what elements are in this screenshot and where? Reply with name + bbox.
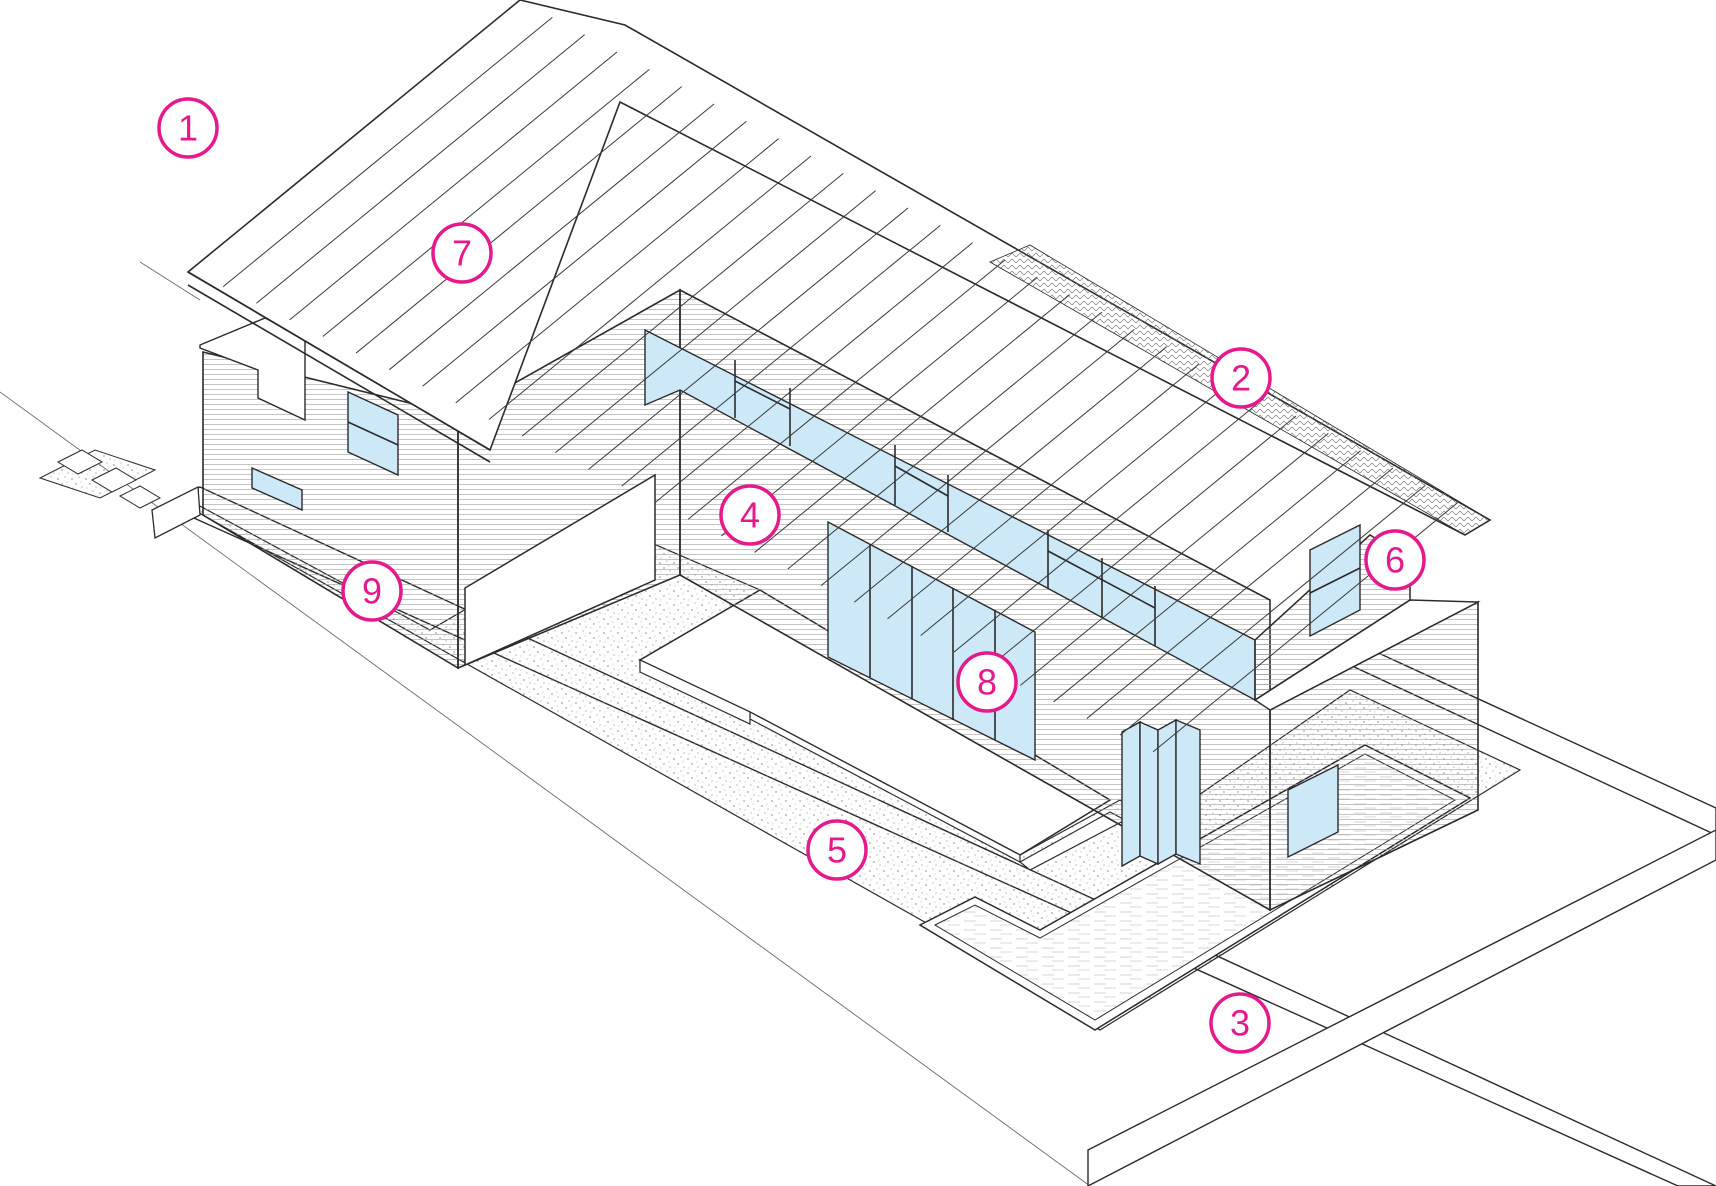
deck-steps-left (639, 659, 751, 725)
roof-seam (222, 16, 553, 288)
roof-seam (256, 34, 585, 304)
roof-seam (754, 294, 1070, 553)
marker-2[interactable]: 2 (1210, 347, 1272, 409)
roof-seam (1053, 450, 1361, 703)
window-right-lower[interactable] (1287, 763, 1339, 859)
roof-seam (920, 380, 1232, 636)
roof-seam (322, 68, 650, 337)
marker-6-label: 6 (1385, 540, 1405, 581)
marker-9[interactable]: 9 (341, 560, 403, 622)
roof-seam (1119, 484, 1426, 736)
marker-9-ring (341, 560, 403, 622)
marker-6[interactable]: 6 (1364, 529, 1426, 591)
roof-seam (355, 86, 682, 354)
left-planter-wall (151, 485, 201, 540)
marker-7[interactable]: 7 (431, 222, 493, 284)
marker-8[interactable]: 8 (956, 651, 1018, 713)
roof-seam (853, 346, 1167, 603)
marker-5-label: 5 (827, 830, 847, 871)
roof-seam (820, 328, 1135, 587)
marker-5-ring (806, 819, 868, 881)
roof-seam (787, 311, 1103, 570)
marker-4-label: 4 (740, 495, 760, 536)
marker-1-ring (157, 97, 219, 159)
stepping-stones (38, 449, 162, 509)
marker-3-ring (1209, 992, 1271, 1054)
marker-1-label: 1 (178, 108, 198, 149)
roof-seam (986, 415, 1297, 670)
roof-seam (953, 398, 1264, 653)
roof-seam (388, 103, 715, 371)
folding-glass-panels[interactable] (1121, 718, 1201, 868)
roof-seam (1086, 467, 1394, 719)
roof-seam (488, 155, 812, 420)
roof-seam (654, 242, 973, 503)
marker-8-ring (956, 651, 1018, 713)
roof-seam (1020, 432, 1329, 686)
marker-3[interactable]: 3 (1209, 992, 1271, 1054)
roof-seam (687, 259, 1006, 520)
marker-5[interactable]: 5 (806, 819, 868, 881)
roof-seam (555, 190, 876, 454)
marker-3-label: 3 (1230, 1003, 1250, 1044)
marker-4-ring (719, 484, 781, 546)
carport-opening (464, 473, 656, 667)
marker-2-label: 2 (1231, 358, 1251, 399)
deck (638, 589, 1127, 871)
clerestory-mullions (734, 360, 1156, 646)
roof-seam (289, 51, 618, 321)
marker-8-label: 8 (977, 662, 997, 703)
window-slot-left[interactable] (251, 466, 303, 512)
marker-7-ring (431, 222, 493, 284)
marker-9-label: 9 (362, 571, 382, 612)
roof-seam (521, 172, 844, 437)
roof-standing-seams (222, 16, 1458, 753)
roof-seam (721, 276, 1038, 537)
marker-1[interactable]: 1 (157, 97, 219, 159)
marker-6-ring (1364, 529, 1426, 591)
marker-4[interactable]: 4 (719, 484, 781, 546)
roof-seam (588, 207, 909, 470)
marker-2-ring (1210, 347, 1272, 409)
roof-seam (621, 224, 941, 487)
roof-seam (455, 138, 779, 404)
roof-seam (422, 120, 747, 387)
site-perimeter-wall-front (1087, 829, 1716, 1186)
roof-seam (887, 363, 1200, 620)
marker-7-label: 7 (452, 233, 472, 274)
